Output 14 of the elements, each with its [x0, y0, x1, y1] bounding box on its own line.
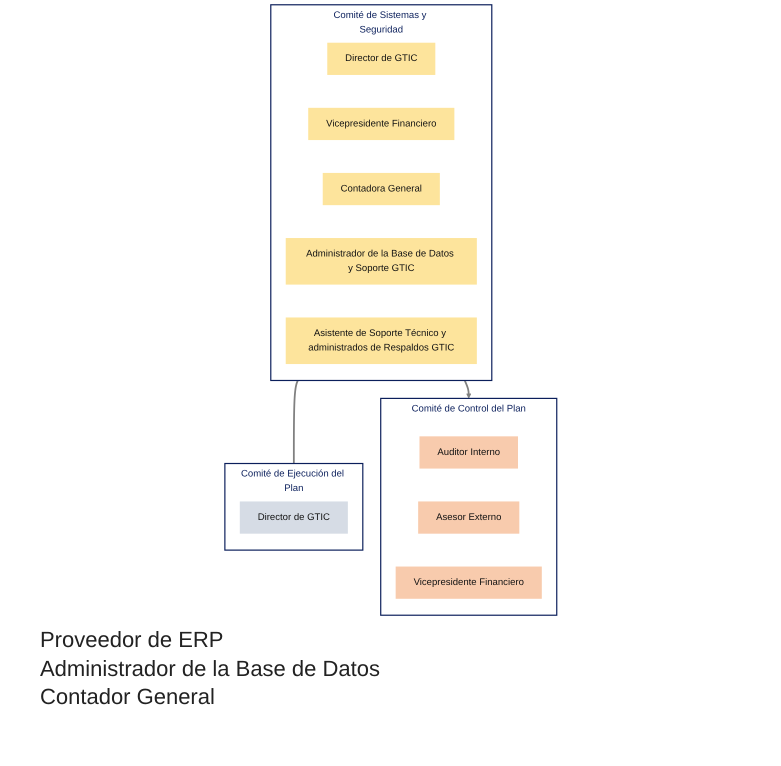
node-box: Asistente de Soporte Técnico y administrados de Respaldos GTIC — [285, 317, 477, 364]
node-box: Auditor Interno — [419, 436, 518, 469]
note-text: Proveedor de ERP — [40, 626, 224, 654]
node-box: Director de GTIC — [326, 42, 435, 75]
node-box: Contadora General — [322, 172, 440, 206]
arrow — [464, 380, 472, 399]
note-text: Administrador de la Base de Datos — [40, 654, 380, 683]
node-box: Vicepresidente Financiero — [308, 108, 454, 140]
node-box: Asesor Externo — [418, 501, 520, 534]
node-box: Director de GTIC — [240, 501, 348, 534]
node-box: Vicepresidente Financiero — [395, 566, 542, 599]
connector — [292, 380, 298, 464]
note-text: Contador General — [40, 683, 216, 712]
node-box: Administrador de la Base de Datos y Soporte GTIC — [285, 238, 477, 285]
